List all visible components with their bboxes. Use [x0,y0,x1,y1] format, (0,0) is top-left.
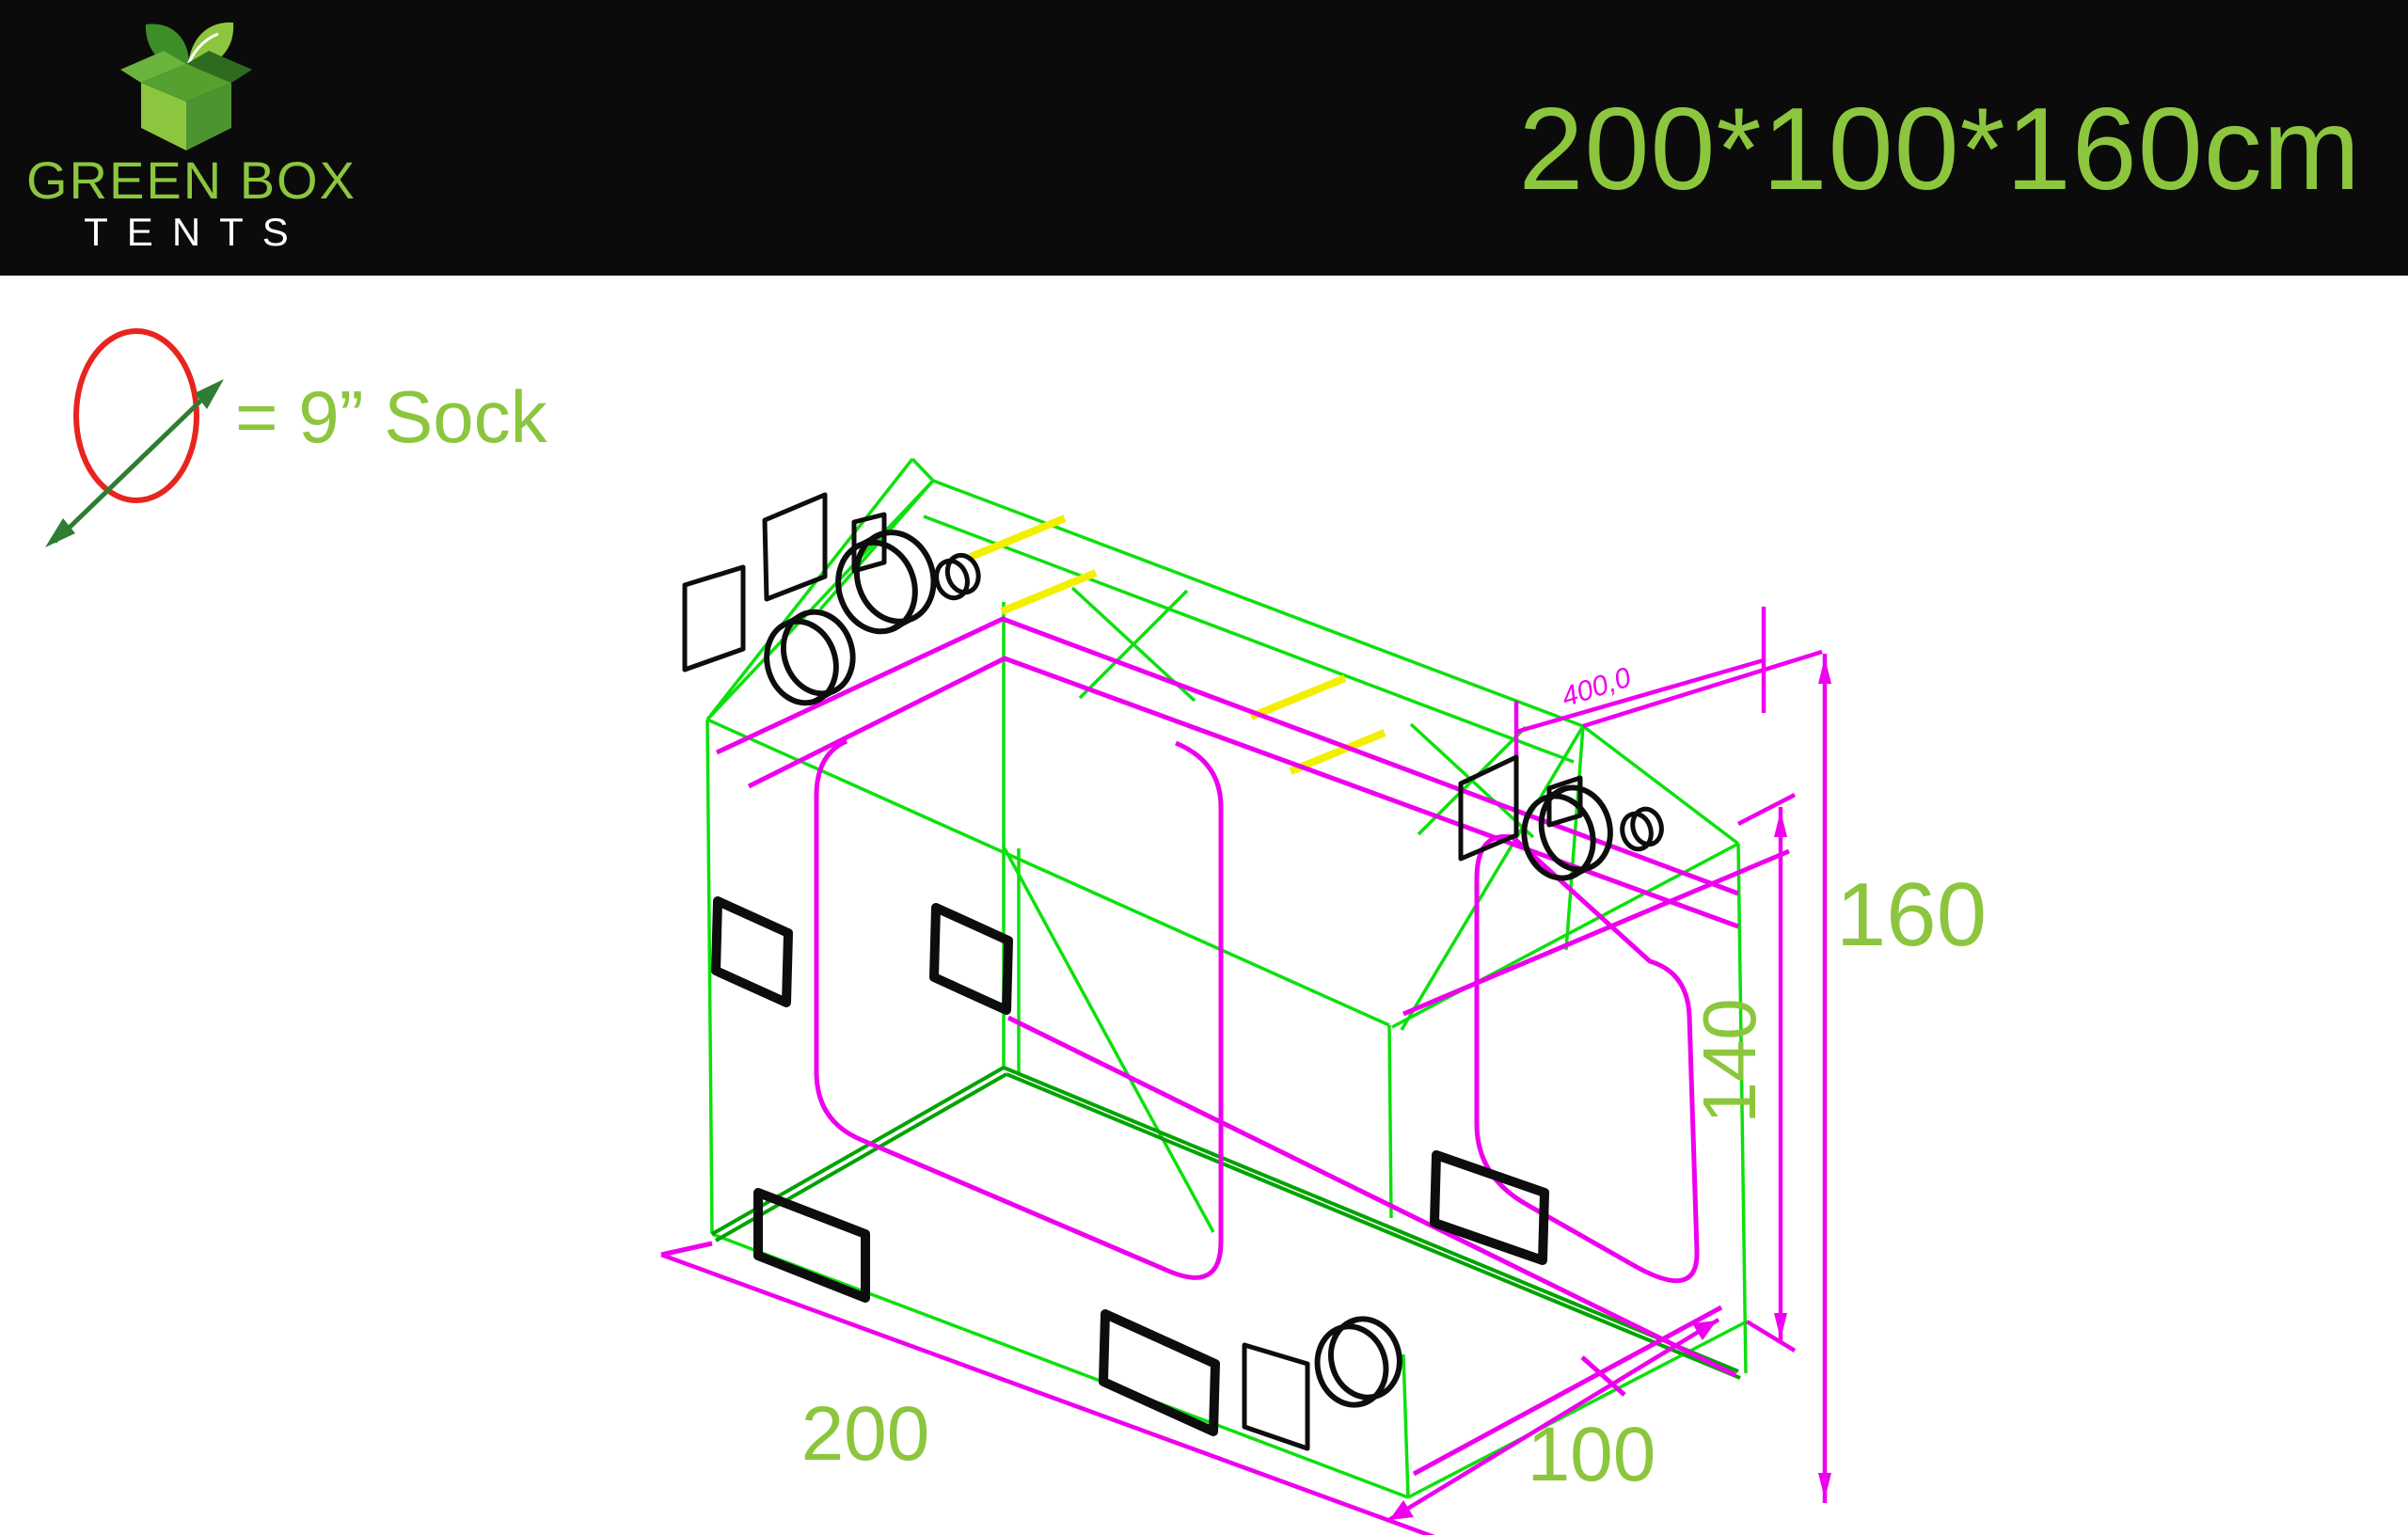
duct-port-ring [764,609,856,706]
tent-size-title: 200*100*160cm [1518,85,2361,214]
skirt-corner-connector [660,1241,713,1258]
duct-port-ring [1314,1316,1402,1408]
dimension-label-depth: 100 [1528,1412,1656,1497]
legend-label: = 9” Sock [235,375,548,458]
vent-openings [711,896,1549,1436]
dim-line-200 [660,1252,1435,1535]
header-banner: GREEN BOX TENTS 200*100*160cm [0,0,2408,276]
duct-port-ring-small [934,552,981,601]
arrow-tip-left [45,518,75,547]
duct-port-ring-small [1620,806,1664,852]
fabric-and-door-lines [660,616,1790,1477]
sock-diagonal-line [53,386,216,544]
green-box-leaves-icon [120,22,252,150]
dim-ext-160-top [1582,649,1823,729]
roof-skirt-line-outer [715,616,1739,896]
dimension-tick [1580,1355,1626,1397]
dim-line-100 [1386,1318,1720,1523]
box-face-left [141,83,186,150]
duct-port-ring [1521,784,1613,881]
legend-sock-symbol [45,328,224,547]
arrow-tip-right [195,379,224,409]
duct-port-ring [835,530,937,635]
dimension-label-total-height: 160 [1836,864,1987,965]
bottom-skirt-right [1412,1305,1723,1477]
dim-line-400 [1515,657,1765,735]
bottom-skirt-front [1006,1015,1737,1378]
dimension-labels: 200 100 160 140 400,0 [801,662,1988,1497]
vent-flaps [682,492,1583,1451]
dimension-label-wall-height: 140 [1687,998,1771,1123]
brand-name: GREEN BOX [26,150,356,210]
duct-ports [764,530,1664,1408]
floor-mat-lines [711,1066,1741,1380]
box-face-right [186,83,231,150]
tent-frame-lines [705,457,1748,1499]
brand-subtitle: TENTS [84,210,308,254]
eave-extension-line [1402,848,1790,1017]
leaf-left [145,24,189,70]
brand-logo: GREEN BOX TENTS [26,0,356,254]
dim-ext-140-bottom [1745,1320,1797,1353]
red-circle-icon [73,328,199,503]
dimension-arrowheads [1389,657,1831,1520]
box-flap-left [120,51,186,83]
dimension-lines [660,607,1828,1535]
front-door-outline [814,738,1224,1280]
dimension-label-length: 200 [801,1391,930,1477]
dimension-label-roof-detail: 400,0 [1558,662,1635,714]
dim-ext-140-top [1736,793,1797,826]
roof-hanger-bars [969,514,1386,775]
side-door-outline [1474,833,1700,1284]
box-flap-right [186,51,252,83]
